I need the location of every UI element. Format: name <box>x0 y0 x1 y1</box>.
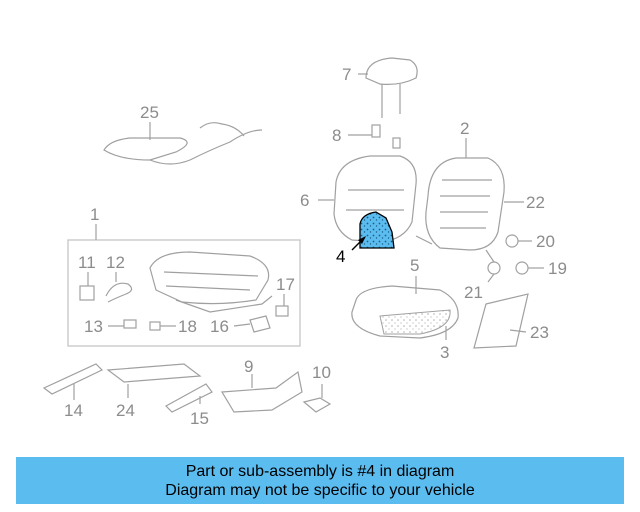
screw-part[interactable] <box>149 321 161 331</box>
callout-23: 23 <box>530 323 549 342</box>
parts-diagram: 7 8 25 6 4 2 22 20 19 <box>42 57 567 428</box>
knob-part[interactable] <box>505 234 519 248</box>
seatback-cushion-part[interactable] <box>333 155 417 243</box>
callout-4: 4 <box>336 247 345 266</box>
side-shield-part[interactable] <box>220 370 303 413</box>
seat-cushion-part[interactable] <box>351 285 459 339</box>
knob-small-part[interactable] <box>275 305 289 317</box>
callout-22: 22 <box>526 193 545 212</box>
cable-part[interactable] <box>105 282 133 303</box>
callout-12: 12 <box>106 253 125 272</box>
lumbar-support-part[interactable] <box>359 211 395 249</box>
seatback-frame-part[interactable] <box>415 157 505 263</box>
trim-strip-part[interactable] <box>42 363 104 395</box>
callout-20: 20 <box>536 232 555 251</box>
caption-line-2: Diagram may not be specific to your vehi… <box>165 482 475 499</box>
callout-21: 21 <box>464 283 483 302</box>
seat-heater-harness-part[interactable] <box>103 122 263 165</box>
cover-part[interactable] <box>515 261 529 275</box>
callout-11: 11 <box>78 253 96 272</box>
callout-18: 18 <box>178 317 197 336</box>
bracket-part[interactable] <box>79 285 95 301</box>
callout-1: 1 <box>90 205 99 224</box>
callout-9: 9 <box>244 357 253 376</box>
callout-25: 25 <box>140 103 159 122</box>
handle-part[interactable] <box>302 397 332 413</box>
callout-2: 2 <box>460 119 469 138</box>
caption-banner: Part or sub-assembly is #4 in diagram Di… <box>16 457 624 504</box>
callout-15: 15 <box>190 409 209 428</box>
callout-8: 8 <box>332 126 341 145</box>
leader-23 <box>509 329 527 333</box>
rail-cover-part[interactable] <box>165 383 213 413</box>
callout-14: 14 <box>64 401 83 420</box>
callout-16: 16 <box>210 317 229 336</box>
bolt-part[interactable] <box>123 319 137 329</box>
leader-4-arrow <box>358 236 366 244</box>
callout-13: 13 <box>84 317 103 336</box>
back-panel-part[interactable] <box>473 293 529 349</box>
motor-part[interactable] <box>249 315 271 333</box>
callout-10: 10 <box>312 363 331 382</box>
clip-part[interactable] <box>487 261 501 275</box>
leader-16 <box>233 323 251 327</box>
callout-7: 7 <box>342 65 351 84</box>
callout-5: 5 <box>410 256 419 275</box>
callout-17: 17 <box>276 275 295 294</box>
leader-21 <box>487 273 495 283</box>
seat-frame-part[interactable] <box>149 251 273 313</box>
callout-19: 19 <box>548 259 567 278</box>
caption-line-1: Part or sub-assembly is #4 in diagram <box>185 463 455 480</box>
callout-3: 3 <box>440 343 449 362</box>
headrest-part[interactable] <box>365 57 418 118</box>
callout-24: 24 <box>116 401 135 420</box>
callout-6: 6 <box>300 191 309 210</box>
headrest-guide-part[interactable] <box>371 124 401 149</box>
mat-part[interactable] <box>106 363 202 383</box>
seat-frame-box <box>67 224 301 347</box>
